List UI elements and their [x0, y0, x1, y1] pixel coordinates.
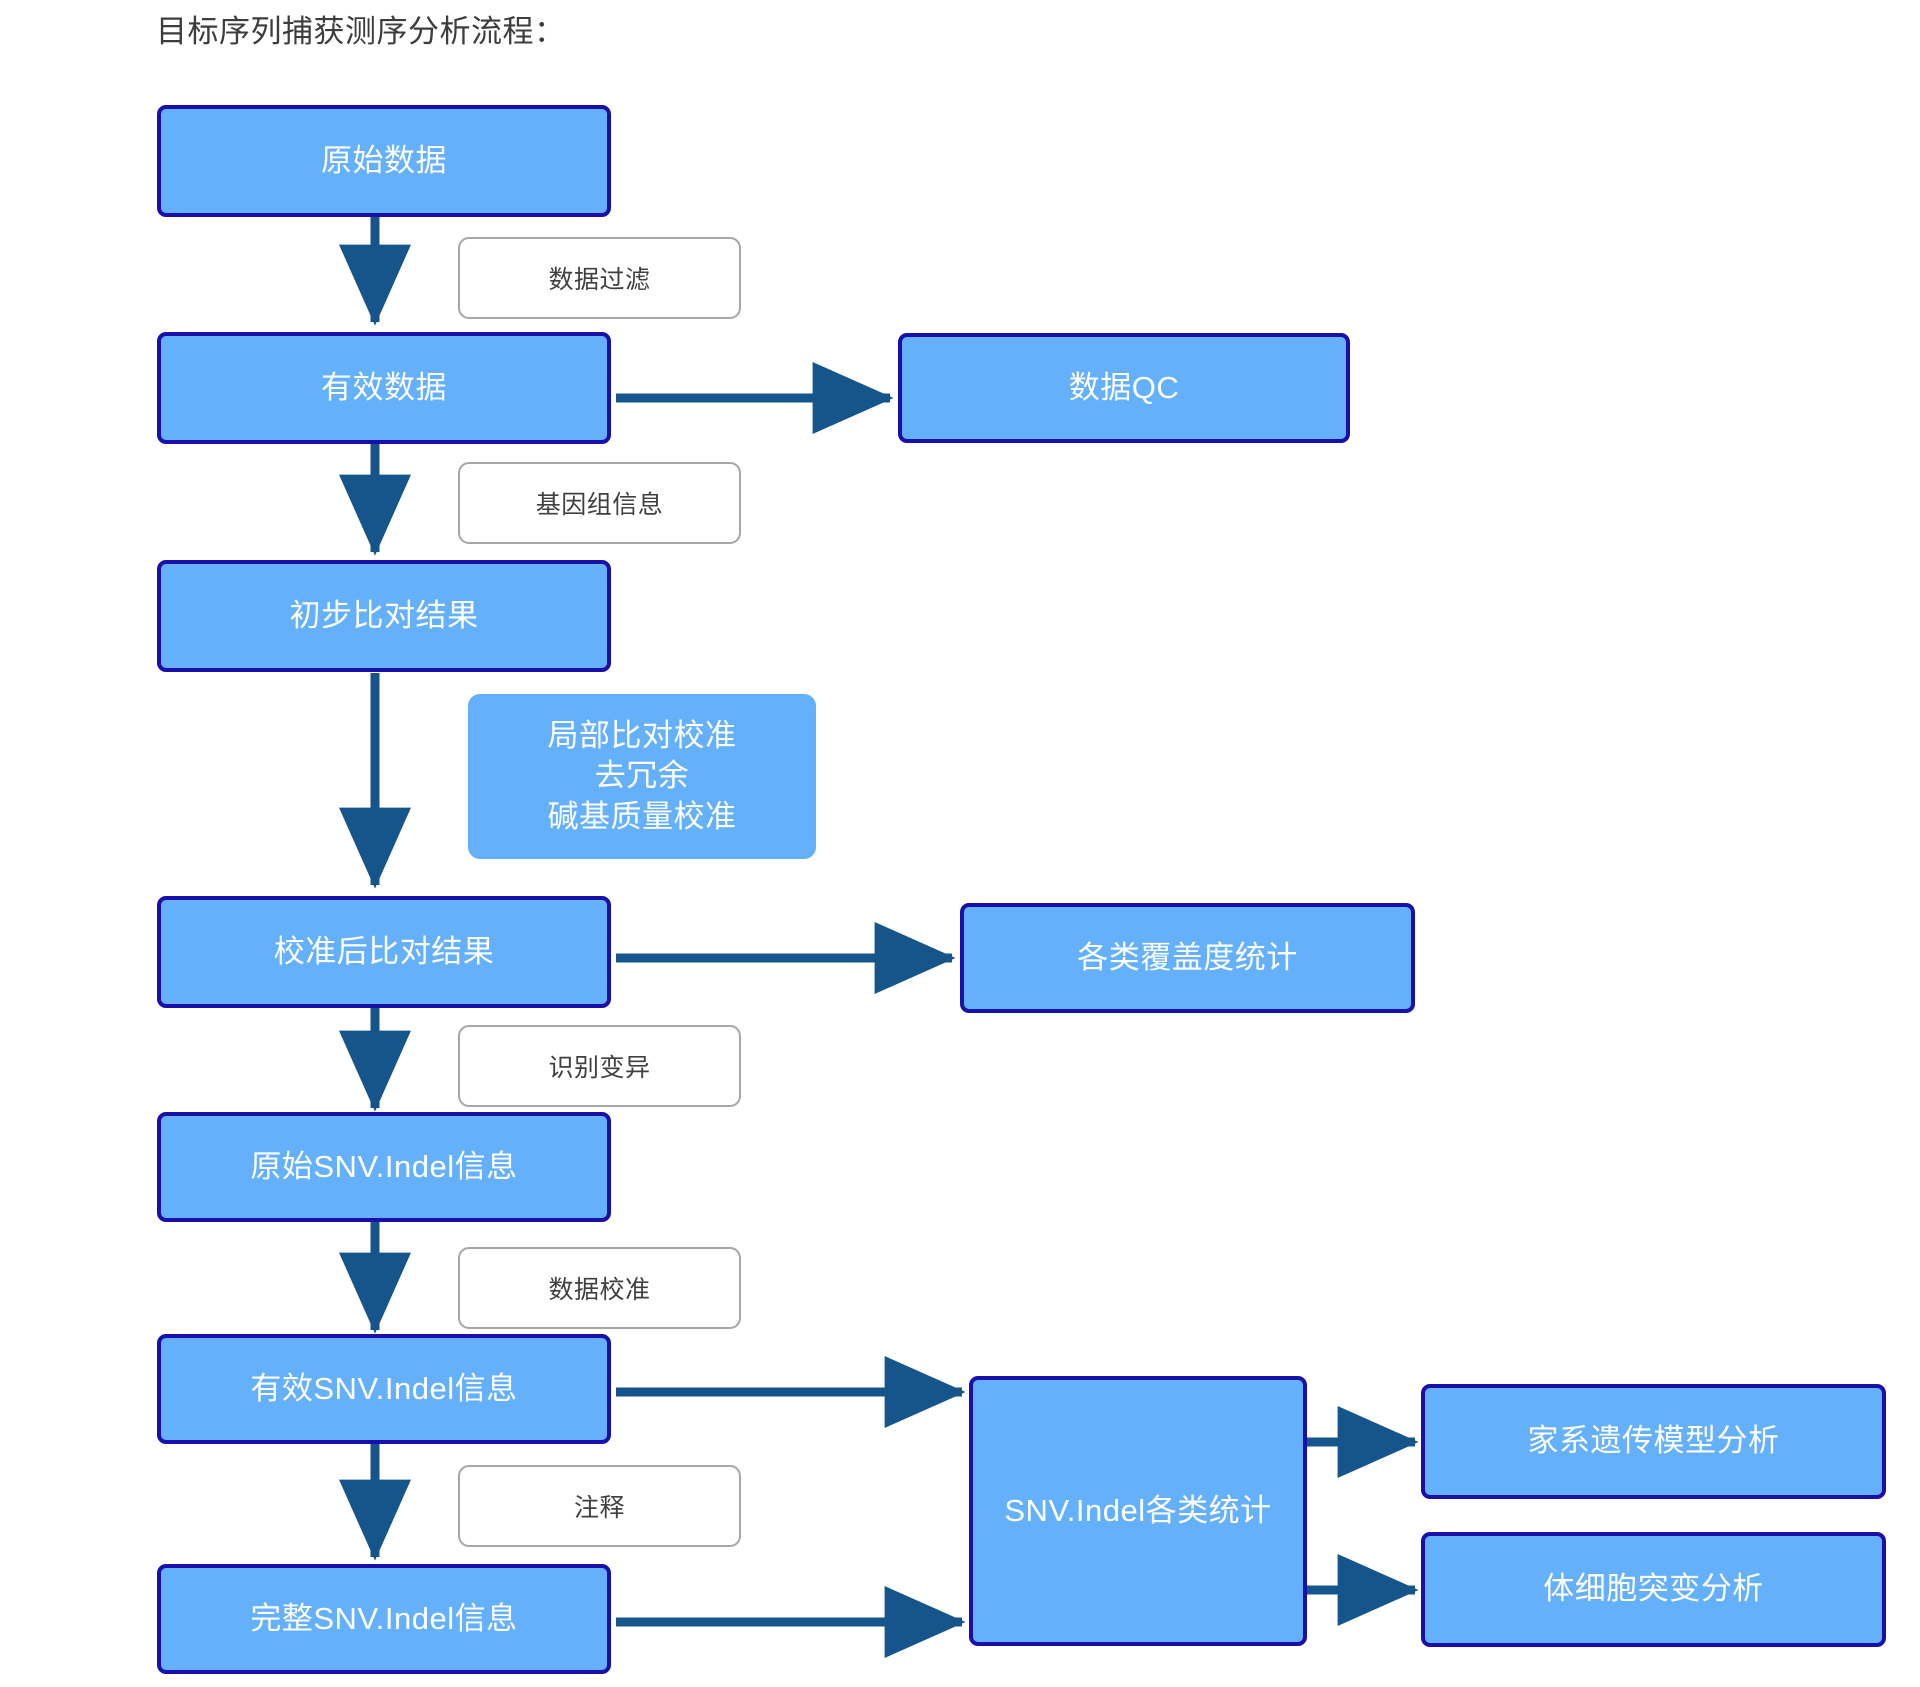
edge-label-data-filter: 数据过滤: [458, 237, 741, 319]
page-title: 目标序列捕获测序分析流程：: [156, 14, 566, 49]
node-full-snv[interactable]: 完整SNV.Indel信息: [157, 1564, 611, 1674]
node-realign-steps[interactable]: 局部比对校准 去冗余 碱基质量校准: [468, 694, 816, 859]
node-raw-data[interactable]: 原始数据: [157, 105, 611, 217]
edge-label-data-recalibration: 数据校准: [458, 1247, 741, 1329]
edge-label-call-variants: 识别变异: [458, 1025, 741, 1107]
node-valid-snv[interactable]: 有效SNV.Indel信息: [157, 1334, 611, 1444]
edge-label-annotation: 注释: [458, 1465, 741, 1547]
node-snv-stats[interactable]: SNV.Indel各类统计: [969, 1376, 1307, 1646]
node-data-qc[interactable]: 数据QC: [898, 333, 1350, 443]
edge-label-genome-info: 基因组信息: [458, 462, 741, 544]
node-coverage-stats[interactable]: 各类覆盖度统计: [960, 903, 1415, 1013]
node-valid-data[interactable]: 有效数据: [157, 332, 611, 444]
node-calibrated-align[interactable]: 校准后比对结果: [157, 896, 611, 1008]
node-pedigree-analysis[interactable]: 家系遗传模型分析: [1421, 1384, 1886, 1499]
node-prelim-align[interactable]: 初步比对结果: [157, 560, 611, 672]
node-somatic-analysis[interactable]: 体细胞突变分析: [1421, 1532, 1886, 1647]
node-raw-snv[interactable]: 原始SNV.Indel信息: [157, 1112, 611, 1222]
